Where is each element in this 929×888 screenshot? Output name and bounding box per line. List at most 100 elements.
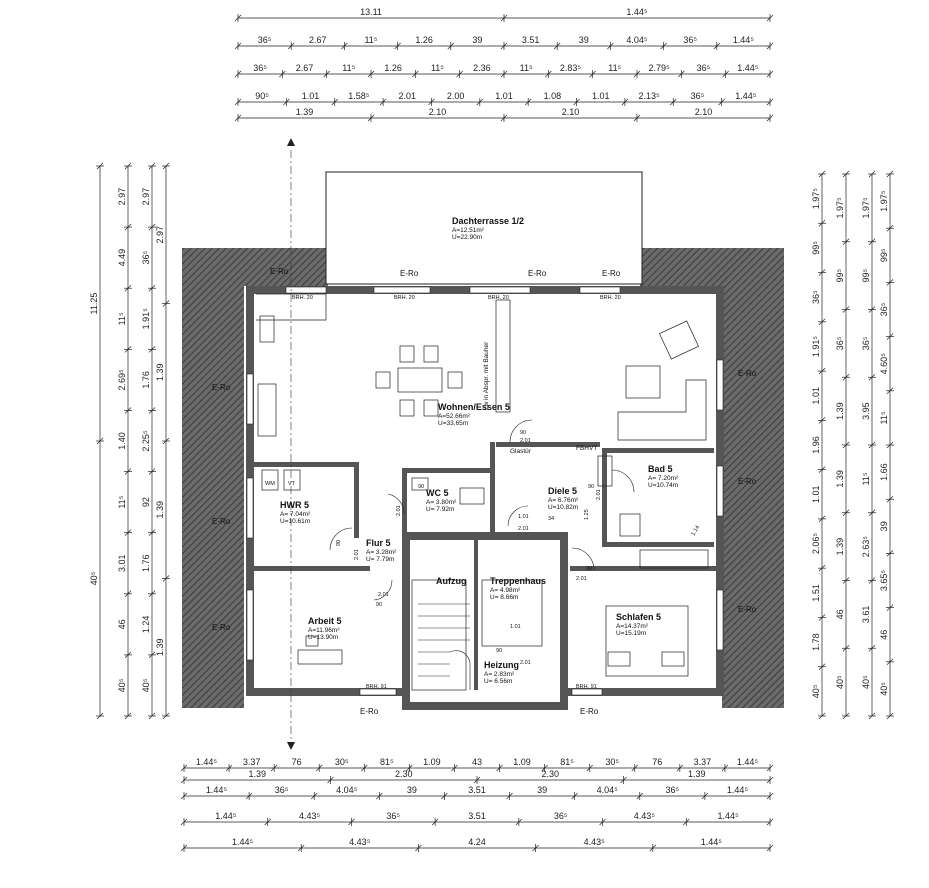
left-dim-col-2-value: 36⁵ [141, 251, 151, 265]
left-dim-col-1-tick-mark [124, 468, 132, 475]
right-dim-col-3-value: 99⁵ [879, 248, 889, 262]
left-dim-col-3-tick-mark [162, 162, 170, 170]
door-width-bedroom: 90 [586, 566, 592, 572]
left-dim-col-2-value: 1.91⁵ [141, 308, 151, 330]
right-dim-col-1-value: 40⁵ [835, 675, 845, 689]
left-dim-col-1-value: 2.69⁵ [117, 369, 127, 391]
door-height-hall: 2.01 [518, 526, 529, 532]
top-dim-row-2-tick-mark [412, 70, 419, 78]
room-name-heizung: Heizung [484, 660, 519, 670]
top-dim-row-3-value: 2.01 [399, 91, 417, 101]
top-dim-row-3-value: 1.01 [495, 91, 513, 101]
right-dim-col-3-tick-mark [886, 224, 894, 232]
bottom-dim-row-0-value: 1.09 [513, 757, 531, 767]
top-dim-row-3-tick-mark [718, 98, 725, 106]
bottom-dim-row-0-tick-mark [406, 764, 413, 772]
left-dim-col-3-value: 1.39 [155, 638, 165, 656]
right-dim-col-3-tick-mark [886, 604, 894, 611]
top-dim-row-2-value: 2.79⁵ [649, 63, 671, 73]
left-dim-col-1-tick-mark [124, 712, 132, 720]
bottom-dim-row-3-tick-mark [766, 818, 774, 826]
roof-edge-label: E-Ro [602, 269, 621, 278]
bottom-dim-row-2-tick-mark [310, 792, 318, 800]
left-dim-col-2-tick-mark [148, 590, 156, 598]
bottom-dim-row-0-tick-mark [766, 764, 774, 772]
left-dim-col-2-value: 2.97 [141, 188, 151, 206]
top-dim-row-0-tick-mark [500, 14, 508, 22]
bottom-dim-row-4-tick-mark [649, 844, 657, 852]
bottom-dim-row-3-tick-mark [180, 818, 188, 826]
right-dim-col-2-tick-mark [868, 306, 876, 313]
top-dim-row-3-tick-mark [476, 98, 484, 106]
left-dim-col-2-tick-mark [148, 468, 156, 475]
right-dim-col-2-value: 2.63⁵ [861, 536, 871, 558]
room-name-treppenhaus: Treppenhaus [490, 576, 546, 586]
right-dim-col-1-tick-mark [842, 712, 850, 720]
top-dim-row-3-value: 1.01 [302, 91, 320, 101]
left-dim-col-1-value: 3.01 [117, 554, 127, 572]
left-dim-col-2-tick-mark [148, 162, 156, 170]
right-dim-col-2-tick-mark [868, 577, 876, 584]
left-dim-col-1-value: 1.40 [117, 432, 127, 450]
top-dim-row-2-value: 2.83⁵ [560, 63, 582, 73]
top-dim-row-1-tick-mark [234, 42, 242, 50]
top-dim-row-3-tick-mark [766, 98, 774, 106]
top-dim-row-2-tick-mark [766, 70, 774, 78]
room-area-heizung: A= 2.83m² [484, 671, 515, 678]
top-dim-row-1-tick-mark [660, 42, 667, 50]
left-dim-col-1-value: 40⁵ [117, 678, 127, 692]
left-dim-col-1-value: 4.49 [117, 249, 127, 267]
bottom-dim-row-2-value: 4.04⁵ [597, 785, 619, 795]
room-perimeter-arbeit-5: U=13.90m [308, 634, 338, 641]
room-area-flur-5: A= 3.28m² [366, 549, 397, 556]
top-dim-row-1-tick-mark [447, 42, 455, 50]
right-dim-col-1-tick-mark [842, 441, 850, 449]
right-dim-col-2-value: 1.97⁵ [861, 197, 871, 219]
top-dim-row-4-tick-mark [500, 114, 508, 122]
bottom-dim-row-3-value: 3.51 [468, 811, 486, 821]
bottom-dim-row-2-value: 39 [537, 785, 547, 795]
right-dim-col-2-tick-mark [868, 645, 876, 652]
left-dim-col-2-tick-mark [148, 284, 156, 292]
roof-slope-top-left [244, 248, 328, 286]
top-dim-row-1-tick-mark [607, 42, 614, 50]
room-perimeter-bad-5: U=10.74m [648, 482, 678, 489]
bottom-dim-row-1-value: 2.30 [395, 769, 413, 779]
room-perimeter-treppenhaus: U= 8.66m [490, 594, 518, 601]
left-dim-col-1-tick-mark [124, 223, 132, 231]
bottom-dim-row-1-value: 2.30 [541, 769, 559, 779]
top-dim-row-1-value: 3.51 [522, 35, 540, 45]
top-dim-row-2-tick-mark [456, 70, 463, 78]
top-dim-row-1-value: 11⁵ [364, 35, 377, 45]
right-dim-col-1-value: 1.39 [835, 470, 845, 488]
top-dim-row-2-value: 36⁵ [697, 63, 711, 73]
top-dim-row-0-tick-mark [234, 14, 242, 22]
right-dim-col-3-value: 4.60⁵ [879, 353, 889, 375]
top-dim-row-3-tick-mark [573, 98, 580, 106]
bottom-dim-row-4-value: 1.44⁵ [701, 837, 723, 847]
door-width-bath: 90 [588, 484, 594, 490]
top-dim-row-4-value: 1.39 [296, 107, 314, 117]
top-dim-row-4-tick-mark [367, 114, 375, 122]
door-width-boiler: 90 [496, 648, 502, 654]
right-dim-col-3-value: 46 [879, 630, 889, 640]
room-area-wc-5: A= 3.80m² [426, 499, 457, 506]
bottom-dim-row-4-value: 4.24 [468, 837, 486, 847]
bottom-dim-row-2-tick-mark [245, 792, 253, 800]
left-dim-col-0-value: 11.25 [89, 293, 99, 315]
bottom-dim-row-0-tick-mark [631, 764, 639, 772]
sill-height-label: BRH. 20 [394, 295, 415, 301]
bottom-dim-row-2-tick-mark [701, 792, 709, 800]
door-swings [329, 419, 635, 601]
bottom-dim-row-4-tick-mark [180, 844, 188, 852]
bottom-dim-row-2-tick-mark [766, 792, 774, 800]
windows [246, 286, 724, 696]
top-dim-row-1-value: 39 [472, 35, 482, 45]
right-dim-col-0-value: 1.78 [811, 633, 821, 651]
room-area-bad-5: A= 7.20m² [648, 475, 679, 482]
top-dim-row-2-tick-mark [722, 70, 729, 78]
right-dim-col-0-tick-mark [818, 269, 826, 276]
right-dim-col-0-tick-mark [818, 663, 826, 670]
top-dim-row-2-tick-mark [633, 70, 641, 78]
room-perimeter-hwr-5: U=10.61m [280, 518, 310, 525]
